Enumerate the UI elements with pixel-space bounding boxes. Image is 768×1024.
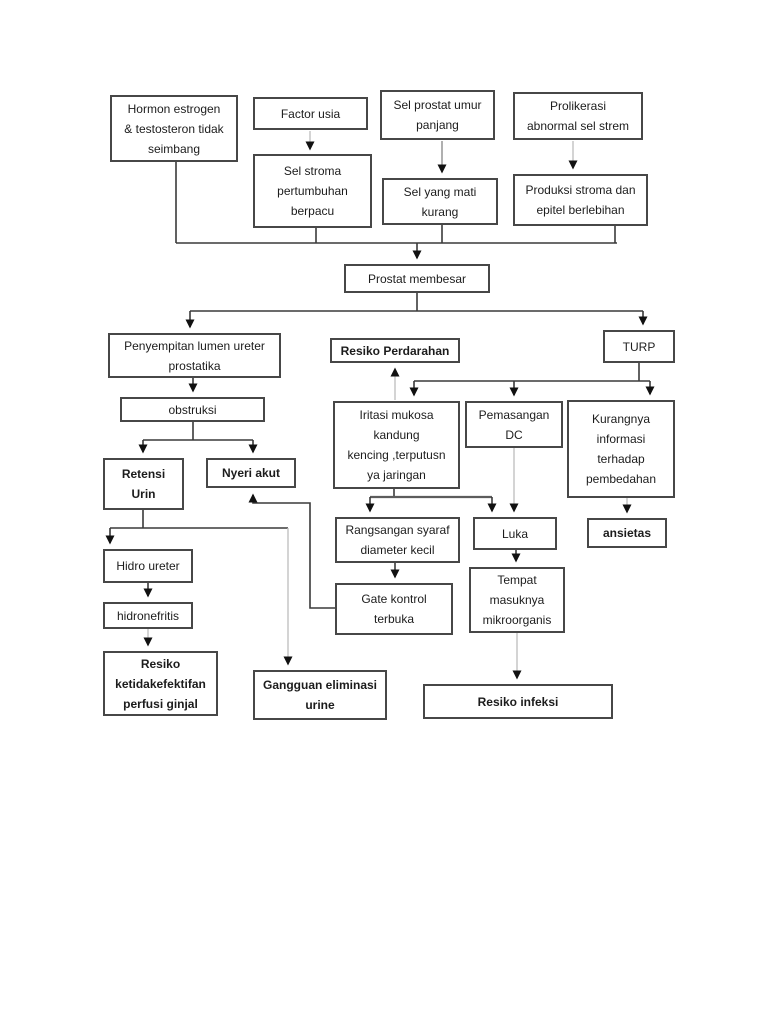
node-iritasi-mukosa: Iritasi mukosa kandung kencing ,terputus… (333, 401, 460, 489)
node-obstruksi: obstruksi (120, 397, 265, 422)
node-retensi-urin: Retensi Urin (103, 458, 184, 510)
node-gangguan-eliminasi-urine: Gangguan eliminasi urine (253, 670, 387, 720)
node-ansietas: ansietas (587, 518, 667, 548)
node-luka: Luka (473, 517, 557, 550)
node-kurangnya-informasi: Kurangnya informasi terhadap pembedahan (567, 400, 675, 498)
node-hidronefritis: hidronefritis (103, 602, 193, 629)
node-rangsangan-syaraf: Rangsangan syaraf diameter kecil (335, 517, 460, 563)
node-resiko-ketidakefektifan-perfusi: Resiko ketidakefektifan perfusi ginjal (103, 651, 218, 716)
node-hidro-ureter: Hidro ureter (103, 549, 193, 583)
node-prolikerasi-abnormal: Prolikerasi abnormal sel strem (513, 92, 643, 140)
node-turp: TURP (603, 330, 675, 363)
node-penyempitan-lumen-ureter: Penyempitan lumen ureter prostatika (108, 333, 281, 378)
node-sel-yang-mati-kurang: Sel yang mati kurang (382, 178, 498, 225)
node-prostat-membesar: Prostat membesar (344, 264, 490, 293)
node-resiko-perdarahan: Resiko Perdarahan (330, 338, 460, 363)
node-pemasangan-dc: Pemasangan DC (465, 401, 563, 448)
node-factor-usia: Factor usia (253, 97, 368, 130)
node-hormon-estrogen: Hormon estrogen & testosteron tidak seim… (110, 95, 238, 162)
node-produksi-stroma-epitel: Produksi stroma dan epitel berlebihan (513, 174, 648, 226)
node-nyeri-akut: Nyeri akut (206, 458, 296, 488)
node-gate-kontrol-terbuka: Gate kontrol terbuka (335, 583, 453, 635)
node-sel-stroma-berpacu: Sel stroma pertumbuhan berpacu (253, 154, 372, 228)
node-sel-prostat-umur-panjang: Sel prostat umur panjang (380, 90, 495, 140)
node-resiko-infeksi: Resiko infeksi (423, 684, 613, 719)
node-tempat-masuknya-mikroorganis: Tempat masuknya mikroorganis (469, 567, 565, 633)
